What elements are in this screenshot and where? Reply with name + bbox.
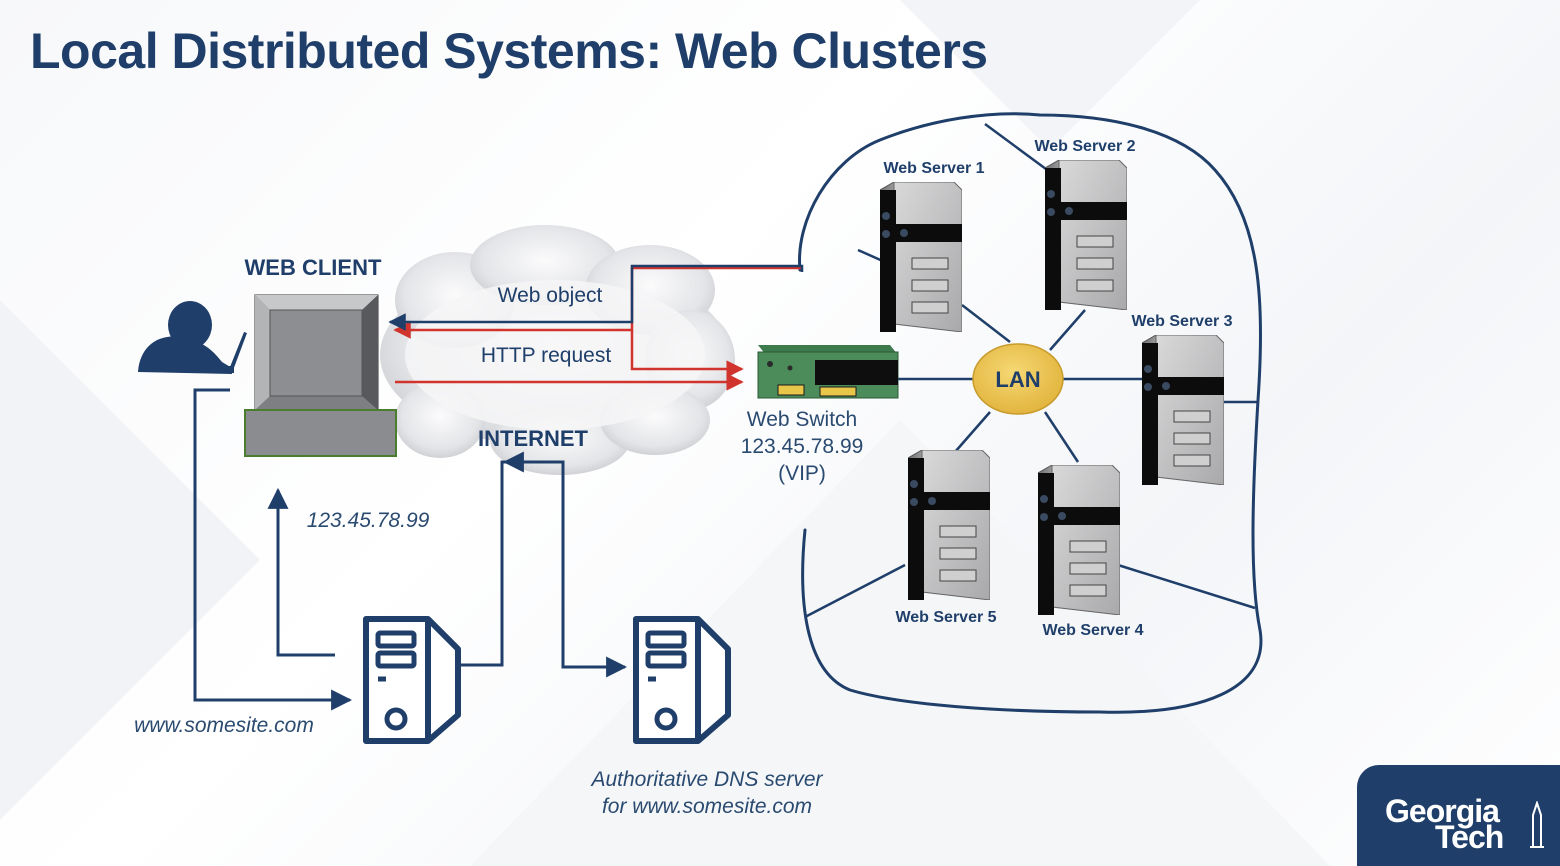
web-server-3-label: Web Server 3 — [1131, 313, 1232, 330]
web-server-5-label: Web Server 5 — [895, 609, 996, 626]
cluster-boundary — [798, 112, 1263, 714]
web-server-2-label: Web Server 2 — [1034, 138, 1135, 155]
georgia-tech-logo: Georgia Tech — [1357, 765, 1560, 866]
web-server-2 — [1045, 160, 1127, 310]
web-server-1 — [880, 182, 962, 332]
logo-line2: Tech — [1435, 819, 1504, 855]
authoritative-dns-server — [636, 619, 728, 741]
logo-line1: Georgia — [1385, 793, 1500, 829]
client-computer — [244, 294, 397, 457]
web-switch — [757, 345, 899, 399]
dns-lines — [193, 388, 628, 711]
web-switch-label: Web Switch — [747, 408, 858, 431]
http-request-branch — [630, 330, 744, 378]
lan-node: LAN — [972, 343, 1064, 415]
internet-label: INTERNET — [478, 426, 589, 451]
switch-vip-label: (VIP) — [778, 462, 826, 485]
internet-cloud — [380, 225, 735, 475]
lan-links — [804, 122, 1258, 619]
local-dns-server — [366, 619, 458, 741]
client-ip-label: 123.45.78.99 — [307, 509, 430, 532]
dns-caption-line1: Authoritative DNS server — [589, 768, 823, 791]
web-server-3 — [1142, 335, 1224, 485]
domain-label: www.somesite.com — [134, 714, 314, 737]
web-server-4 — [1038, 465, 1120, 615]
web-object-navy-line — [388, 264, 804, 331]
switch-ip-label: 123.45.78.99 — [741, 435, 864, 458]
lan-label: LAN — [995, 367, 1040, 392]
web-server-5 — [908, 450, 990, 600]
slide-title: Local Distributed Systems: Web Clusters — [30, 23, 988, 79]
web-client-label: WEB CLIENT — [245, 255, 382, 280]
web-server-4-label: Web Server 4 — [1042, 622, 1143, 639]
user-icon — [138, 301, 247, 374]
web-object-label: Web object — [498, 284, 603, 307]
dns-caption-line2: for www.somesite.com — [602, 795, 812, 818]
web-server-1-label: Web Server 1 — [883, 160, 984, 177]
http-request-label: HTTP request — [481, 344, 611, 367]
tech-tower-icon — [1530, 801, 1544, 848]
